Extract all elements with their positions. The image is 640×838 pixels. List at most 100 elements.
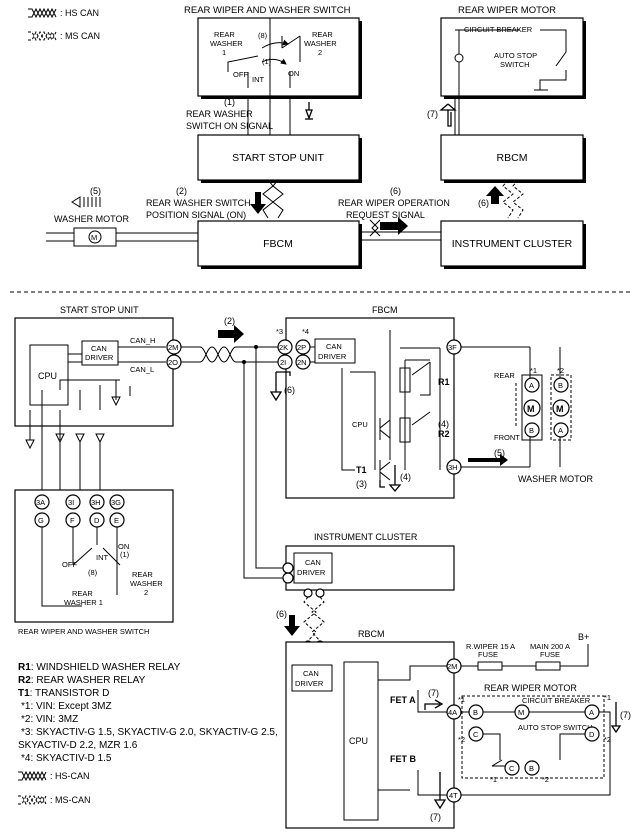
svg-text:G: G (38, 516, 44, 525)
svg-text:*2: *2 (542, 775, 549, 784)
top-instrument-cluster (440, 220, 584, 267)
svg-text:2: 2 (318, 48, 322, 57)
svg-text:(1): (1) (120, 550, 130, 559)
svg-text:WASHER: WASHER (130, 579, 163, 588)
legend-ms-can-bottom: : MS-CAN (50, 795, 91, 805)
bottom-legend: : HS-CAN : MS-CAN (18, 770, 91, 806)
svg-text:(8): (8) (258, 31, 268, 40)
svg-text:WASHER: WASHER (304, 39, 337, 48)
fbcm-box (285, 317, 455, 499)
ssu-title: START STOP UNIT (60, 305, 139, 315)
svg-text:CPU: CPU (352, 420, 368, 429)
note-star3: *3: SKYACTIV-G 1.5, SKYACTIV-G 2.0, SKYA… (21, 727, 278, 738)
svg-text:FRONT: FRONT (494, 433, 520, 442)
svg-text:C: C (509, 764, 515, 773)
svg-text:A: A (589, 708, 594, 717)
top-motor-title: REAR WIPER MOTOR (458, 5, 556, 16)
svg-text:CAN_L: CAN_L (130, 365, 154, 374)
svg-text:3I: 3I (68, 498, 74, 507)
svg-text:CAN: CAN (326, 342, 342, 351)
svg-text:INSTRUMENT CLUSTER: INSTRUMENT CLUSTER (452, 238, 573, 250)
washer-motor-label: WASHER MOTOR (518, 474, 594, 484)
switch-pin-row-2: G F D E (34, 512, 125, 528)
svg-text:*1: *1 (458, 695, 465, 704)
svg-text:A: A (558, 426, 563, 435)
svg-text:(7): (7) (430, 812, 441, 822)
svg-text:CAN: CAN (91, 344, 107, 353)
svg-text:REAR: REAR (312, 30, 333, 39)
svg-text:REAR WASHER SWITCH: REAR WASHER SWITCH (146, 198, 251, 208)
svg-text:(7): (7) (428, 688, 439, 698)
svg-text:M: M (518, 708, 524, 717)
svg-text:*2: *2 (557, 366, 564, 375)
svg-text:OFF: OFF (62, 560, 77, 569)
note-star3-cont: SKYACTIV-D 2.2, MZR 1.6 (18, 740, 138, 751)
svg-text:DRIVER: DRIVER (295, 679, 324, 688)
svg-text:DRIVER: DRIVER (85, 353, 114, 362)
svg-text:B: B (529, 426, 534, 435)
svg-text:2I: 2I (280, 358, 286, 367)
svg-text:WASHER 1: WASHER 1 (64, 598, 103, 607)
top-fbcm (197, 220, 360, 267)
svg-text:ON: ON (288, 69, 299, 78)
svg-text:D: D (94, 516, 100, 525)
svg-text:*4: *4 (302, 327, 309, 336)
note-star2: *2: VIN: 3MZ (21, 714, 79, 725)
svg-text:CIRCUIT BREAKER: CIRCUIT BREAKER (522, 696, 591, 705)
svg-text:(7): (7) (427, 109, 438, 119)
svg-text:(2): (2) (224, 316, 235, 326)
svg-text:M: M (527, 404, 535, 414)
svg-text:2O: 2O (168, 358, 178, 367)
svg-text:3F: 3F (448, 343, 457, 352)
svg-text:POSITION SIGNAL (ON): POSITION SIGNAL (ON) (146, 210, 246, 220)
svg-text:B: B (473, 708, 478, 717)
svg-text:(6): (6) (276, 609, 287, 619)
svg-text:WASHER: WASHER (210, 39, 243, 48)
top-motor-box (440, 17, 584, 97)
svg-text:REAR: REAR (494, 371, 515, 380)
svg-text:(1): (1) (224, 97, 235, 107)
svg-text:*2: *2 (604, 735, 611, 744)
svg-text:REQUEST SIGNAL: REQUEST SIGNAL (346, 210, 425, 220)
svg-text:3H: 3H (448, 463, 458, 472)
svg-text:FBCM: FBCM (263, 238, 293, 250)
svg-text:AUTO STOP: AUTO STOP (494, 51, 537, 60)
svg-text:START STOP UNIT: START STOP UNIT (232, 152, 324, 164)
svg-text:FET A: FET A (390, 695, 416, 705)
rbcm-box (285, 641, 455, 829)
svg-text:REAR WASHER: REAR WASHER (186, 109, 253, 119)
rear-wiper-motor-label: REAR WIPER MOTOR (484, 683, 577, 693)
svg-text:*1: *1 (530, 366, 537, 375)
svg-text:1: 1 (222, 48, 226, 57)
svg-text:ON: ON (118, 542, 129, 551)
svg-text:FUSE: FUSE (478, 650, 498, 659)
svg-text:: HS CAN: : HS CAN (60, 8, 99, 18)
svg-text:(5): (5) (90, 186, 101, 196)
bottom-switch-title: REAR WIPER AND WASHER SWITCH (18, 627, 149, 636)
svg-text:4T: 4T (449, 791, 458, 800)
svg-text:REAR WIPER OPERATION: REAR WIPER OPERATION (338, 198, 450, 208)
svg-text:REAR: REAR (214, 30, 235, 39)
svg-text:RBCM: RBCM (497, 152, 528, 164)
top-start-stop-unit (197, 134, 360, 181)
ssu-box (14, 317, 174, 427)
svg-text:2N: 2N (297, 358, 307, 367)
svg-text:(5): (5) (494, 448, 505, 458)
svg-text:E: E (114, 516, 119, 525)
top-switch-box (197, 17, 360, 97)
svg-text:FET B: FET B (390, 754, 416, 764)
fbcm-title: FBCM (372, 305, 398, 315)
svg-text:WASHER MOTOR: WASHER MOTOR (54, 214, 130, 224)
svg-text:3H: 3H (91, 498, 101, 507)
svg-text:D: D (589, 730, 595, 739)
svg-text:REAR: REAR (132, 570, 153, 579)
top-switch-title: REAR WIPER AND WASHER SWITCH (184, 5, 351, 16)
svg-text:3A: 3A (36, 498, 45, 507)
bottom-switch-box (14, 489, 174, 623)
svg-text:R1: R1 (438, 377, 450, 387)
svg-text:F: F (70, 516, 75, 525)
svg-text:C: C (473, 730, 479, 739)
svg-text:MAIN 200 A: MAIN 200 A (530, 642, 570, 651)
svg-text:: MS CAN: : MS CAN (60, 31, 100, 41)
legend-ms-can-top: : MS CAN (28, 30, 100, 42)
